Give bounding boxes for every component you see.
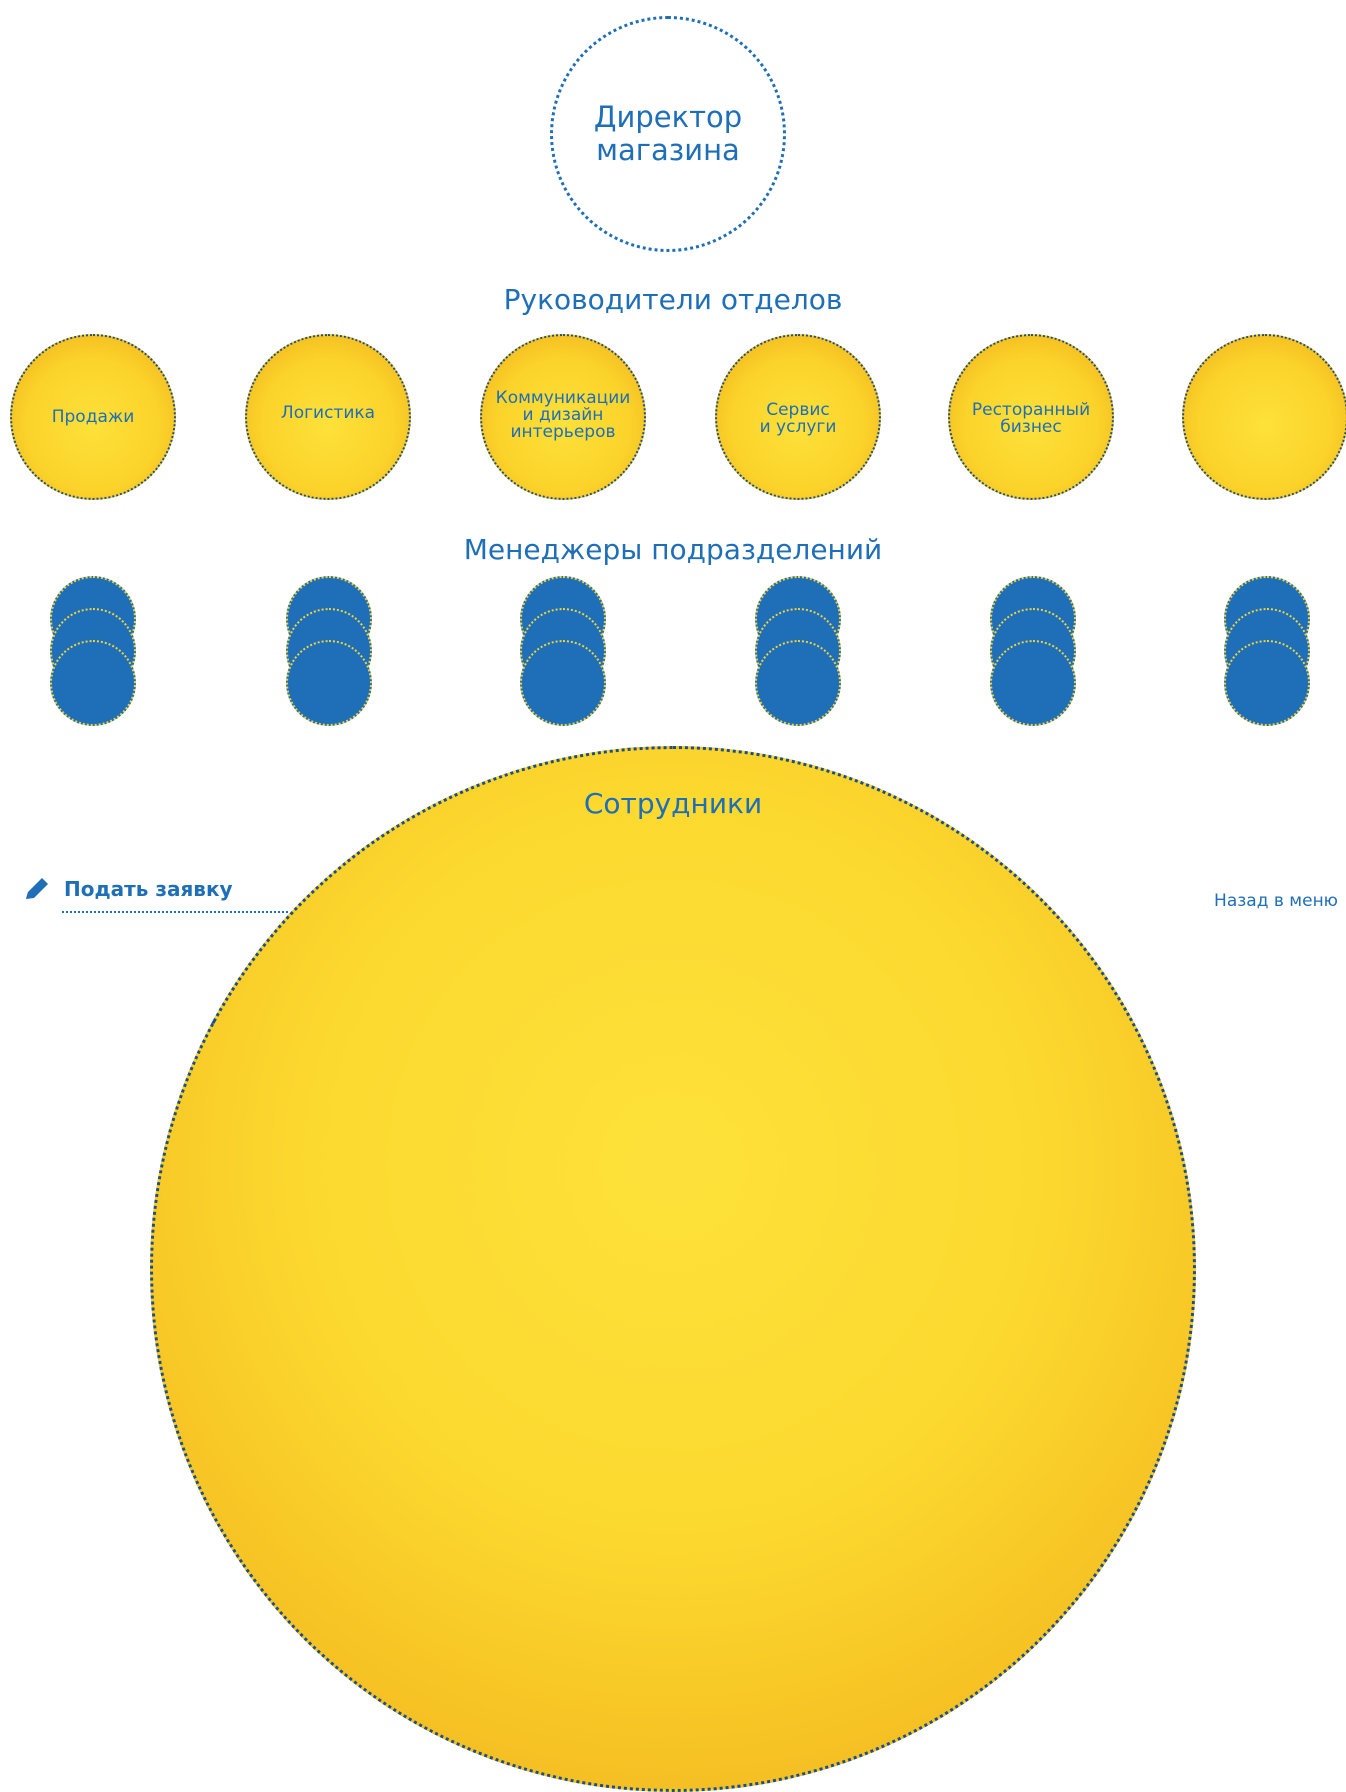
staff-circle[interactable] [150, 746, 1196, 1792]
department-label: Ресторанный бизнес [971, 400, 1091, 437]
manager-circle[interactable] [520, 640, 606, 726]
manager-circle[interactable] [50, 640, 136, 726]
manager-circle[interactable] [1224, 640, 1310, 726]
department-communications[interactable]: Коммуникации и дизайн интерьеров [480, 334, 646, 500]
department-service[interactable]: Сервис и услуги [715, 334, 881, 500]
department-label: Коммуникации и дизайн интерьеров [495, 387, 631, 442]
department-logistics[interactable]: Логистика [245, 334, 411, 500]
manager-stack-3 [520, 576, 606, 726]
heads-title: Руководители отделов [503, 283, 843, 316]
pencil-icon [20, 872, 54, 906]
manager-stack-1 [50, 576, 136, 726]
manager-stack-4 [755, 576, 841, 726]
department-empty[interactable] [1182, 334, 1346, 500]
apply-label: Подать заявку [64, 877, 233, 901]
managers-title: Менеджеры подразделений [463, 533, 883, 566]
back-to-menu-link[interactable]: Назад в меню [1214, 891, 1338, 911]
manager-stack-5 [990, 576, 1076, 726]
department-label: Сервис и услуги [759, 400, 837, 437]
department-sales[interactable]: Продажи [10, 334, 176, 500]
manager-circle[interactable] [755, 640, 841, 726]
manager-stack-6 [1224, 576, 1310, 726]
department-restaurant[interactable]: Ресторанный бизнес [948, 334, 1114, 500]
director-circle[interactable]: Директор магазина [550, 16, 786, 252]
department-label: Продажи [51, 406, 135, 427]
staff-label: Сотрудники [583, 787, 763, 820]
manager-circle[interactable] [286, 640, 372, 726]
department-label: Логистика [280, 402, 376, 423]
manager-circle[interactable] [990, 640, 1076, 726]
manager-stack-2 [286, 576, 372, 726]
apply-underline [62, 911, 288, 913]
director-label: Директор магазина [593, 100, 743, 167]
apply-link[interactable]: Подать заявку [20, 872, 233, 906]
